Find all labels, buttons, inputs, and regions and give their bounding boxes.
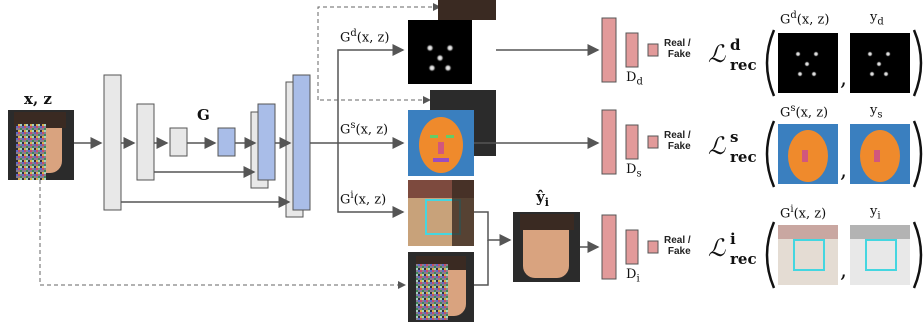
- masked-input: [408, 252, 474, 322]
- loss-seg-left-label: Gs(x, z): [780, 103, 829, 121]
- loss-depth-right-label: yd: [870, 10, 884, 28]
- input-label: x, z: [24, 90, 52, 108]
- image-output: [408, 180, 474, 246]
- loss-depth-images: [778, 33, 910, 93]
- output-branches: [39, 3, 441, 289]
- discriminator-depth: [601, 17, 659, 83]
- loss-seg-right-label: ys: [870, 103, 883, 121]
- generator-network: [74, 74, 311, 218]
- comma-depth: ,: [840, 66, 847, 91]
- loss-brackets: [765, 29, 923, 289]
- comma-seg: ,: [840, 158, 847, 183]
- generator-label: G: [197, 106, 210, 124]
- discriminator-seg-label: Ds: [626, 162, 642, 180]
- segmentation-output: [408, 90, 496, 176]
- discriminator-img: [601, 214, 659, 280]
- comma-img: ,: [840, 258, 847, 283]
- loss-seg-images: [778, 124, 910, 184]
- loss-depth-left-label: Gd(x, z): [780, 10, 830, 28]
- decoder-block-3: [292, 74, 311, 211]
- depth-output: [408, 0, 496, 84]
- depth-output-label: Gd(x, z): [340, 28, 390, 46]
- encoder-block-2: [136, 103, 155, 181]
- img-output-label: Gi(x, z): [340, 190, 387, 208]
- real-fake-img: Real /Fake: [664, 235, 691, 257]
- discriminator-depth-label: Dd: [626, 70, 643, 88]
- seg-output-label: Gs(x, z): [340, 120, 389, 138]
- loss-img-images: [778, 225, 910, 285]
- merge-arrows: [474, 211, 512, 286]
- decoder-block-1: [217, 127, 236, 157]
- real-fake-depth: Real /Fake: [664, 38, 691, 60]
- yhat-image: [513, 212, 580, 282]
- discriminator-img-label: Di: [626, 267, 640, 285]
- decoder-block-2: [257, 103, 276, 181]
- loss-img-left-label: Gi(x, z): [780, 204, 827, 222]
- yhat-label: ŷi: [536, 188, 549, 209]
- real-fake-seg: Real /Fake: [664, 130, 691, 152]
- loss-img-right-label: yi: [870, 204, 881, 222]
- input-image: [8, 110, 74, 180]
- discriminator-seg: [601, 109, 659, 175]
- encoder-block-1: [103, 74, 122, 211]
- encoder-block-3: [169, 127, 188, 157]
